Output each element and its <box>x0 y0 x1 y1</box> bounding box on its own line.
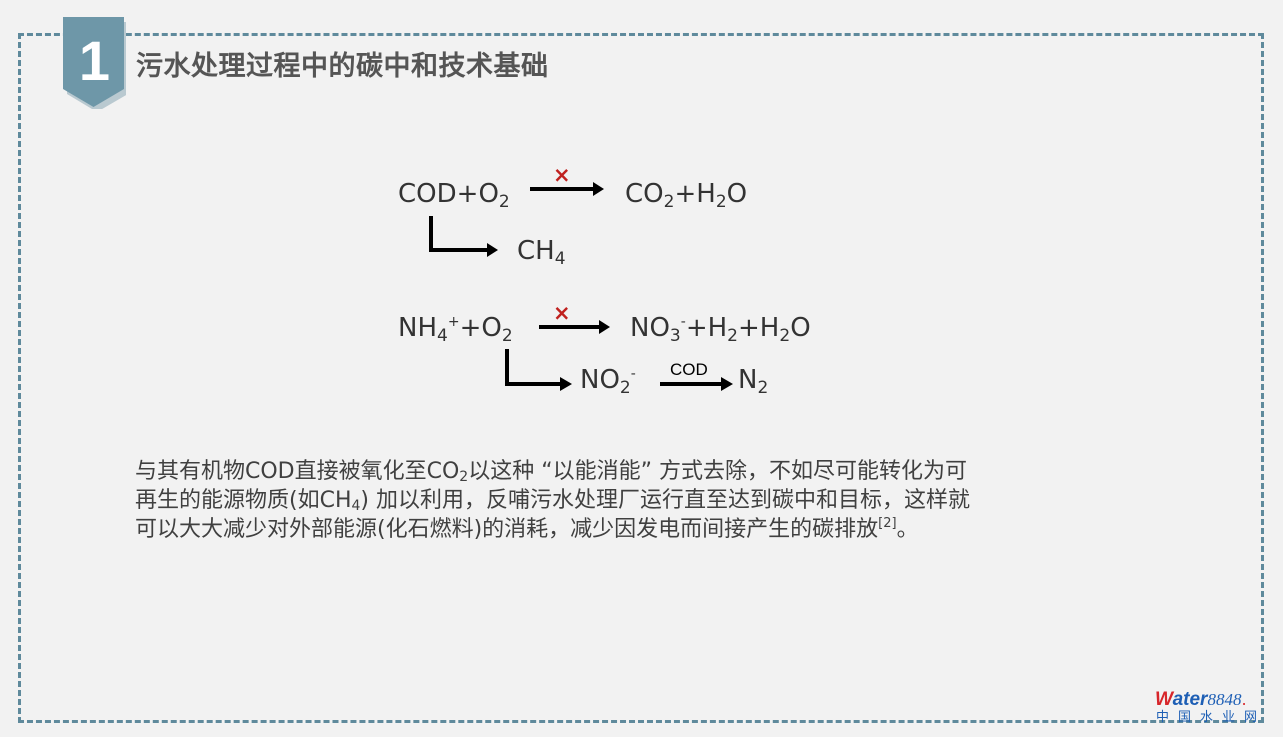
logo-tagline: 中国水业网 <box>1156 710 1267 725</box>
paragraph-line-2-a: 再生的能源物质(如CH <box>135 488 352 513</box>
r2-reactant-a: NH <box>398 313 437 343</box>
r1-reactant-a: COD <box>398 179 457 209</box>
logo-brand-w: W <box>1155 689 1173 710</box>
r1-product-a-sub: 2 <box>663 192 675 212</box>
paragraph-line-1-b: 以这种 “以能消能” 方式去除，不如尽可能转化为可 <box>468 459 968 484</box>
r2-reactant-b: O <box>481 313 502 343</box>
r2-product-a-sub: 3 <box>669 326 681 346</box>
r2-products-plus-1: + <box>685 313 708 343</box>
paragraph-line-2-sub: 4 <box>351 498 361 514</box>
r2-final: N2 <box>738 365 768 397</box>
section-number: 1 <box>78 29 111 92</box>
paragraph-line-1-a: 与其有机物COD直接被氧化至CO <box>135 459 460 484</box>
section-badge: 1 <box>63 17 126 109</box>
r1-reactant-b-sub: 2 <box>498 192 510 212</box>
r1-alt-product-sub: 4 <box>554 249 566 269</box>
r1-product-b-tail: O <box>726 179 748 209</box>
r2-reactant-a-sup: + <box>447 314 460 330</box>
arrow-r1-branch-v <box>429 216 433 252</box>
r2-product-b-sub: 2 <box>727 326 738 346</box>
r2-final-formula: N <box>738 365 758 395</box>
citation-marker: [2] <box>878 516 897 531</box>
r2-product-b: H <box>707 313 728 343</box>
r1-plus: + <box>456 179 479 209</box>
paragraph-line-2: 再生的能源物质(如CH4) 加以利用，反哺污水处理厂运行直至达到碳中和目标，这样… <box>135 486 1155 515</box>
r1-products: CO2+H2O <box>625 179 748 211</box>
r2-intermediate: NO2- <box>580 365 636 397</box>
logo-brand-dot: . <box>1241 690 1247 709</box>
r2-products-plus-2: + <box>738 313 760 343</box>
paragraph-line-3: 可以大大减少对外部能源(化石燃料)的消耗，减少因发电而间接产生的碳排放[2]。 <box>135 515 1155 544</box>
r2-intermediate-sup: - <box>630 366 636 382</box>
arrow-r1-branch-h <box>429 248 488 252</box>
arrow-r2-branch-v <box>505 349 509 386</box>
arrow-r1-main <box>530 187 593 191</box>
r2-products: NO3-+H2+H2O <box>630 313 811 345</box>
paragraph-line-1: 与其有机物COD直接被氧化至CO2以这种 “以能消能” 方式去除，不如尽可能转化… <box>135 457 1155 486</box>
logo-brand: Water8848. <box>1155 690 1247 709</box>
arrow-r2-main <box>539 325 601 329</box>
r2-reactant-a-sub: 4 <box>437 326 448 346</box>
r2-reactants: NH4++O2 <box>398 313 513 345</box>
r2-blocked-mark: × <box>553 301 571 325</box>
explanation-paragraph: 与其有机物COD直接被氧化至CO2以这种 “以能消能” 方式去除，不如尽可能转化… <box>135 457 1155 544</box>
r2-product-a: NO <box>630 313 670 343</box>
r1-reactants: COD+O2 <box>398 179 510 211</box>
arrow-r2-branch-h <box>505 382 561 386</box>
arrow-r2-cod <box>660 382 722 386</box>
r1-alt-product: CH4 <box>517 236 566 268</box>
paragraph-line-1-sub: 2 <box>459 469 469 485</box>
r1-product-b-sub: 2 <box>715 192 727 212</box>
r1-product-b: H <box>696 179 716 209</box>
r1-reactant-b: O <box>478 179 499 209</box>
r2-product-a-sup: - <box>680 314 686 330</box>
r1-products-plus: + <box>674 179 697 209</box>
section-title: 污水处理过程中的碳中和技术基础 <box>136 51 549 82</box>
r2-product-c: H <box>759 313 780 343</box>
logo-brand-rest: ater <box>1172 689 1208 710</box>
r1-blocked-mark: × <box>553 163 571 187</box>
paragraph-line-2-b: ) 加以利用，反哺污水处理厂运行直至达到碳中和目标，这样就 <box>360 488 971 513</box>
r2-product-c-sub: 2 <box>779 326 791 346</box>
r2-arrow-label: COD <box>670 360 708 379</box>
r2-intermediate-formula: NO <box>580 365 620 395</box>
content-frame <box>18 33 1264 723</box>
r2-final-sub: 2 <box>757 378 769 398</box>
r1-product-a: CO <box>625 179 664 209</box>
water8848-logo: Water8848. 中国水业网 <box>1152 690 1274 732</box>
r2-reactant-b-sub: 2 <box>501 326 513 346</box>
r2-plus: + <box>459 313 482 343</box>
paragraph-line-3-end: 。 <box>896 517 919 542</box>
r2-intermediate-sub: 2 <box>619 378 631 398</box>
logo-brand-number: 8848 <box>1207 690 1242 709</box>
paragraph-line-3-a: 可以大大减少对外部能源(化石燃料)的消耗，减少因发电而间接产生的碳排放 <box>135 517 879 542</box>
r1-alt-product-formula: CH <box>517 236 555 266</box>
badge-shape <box>63 17 126 109</box>
r2-product-c-tail: O <box>790 313 811 343</box>
